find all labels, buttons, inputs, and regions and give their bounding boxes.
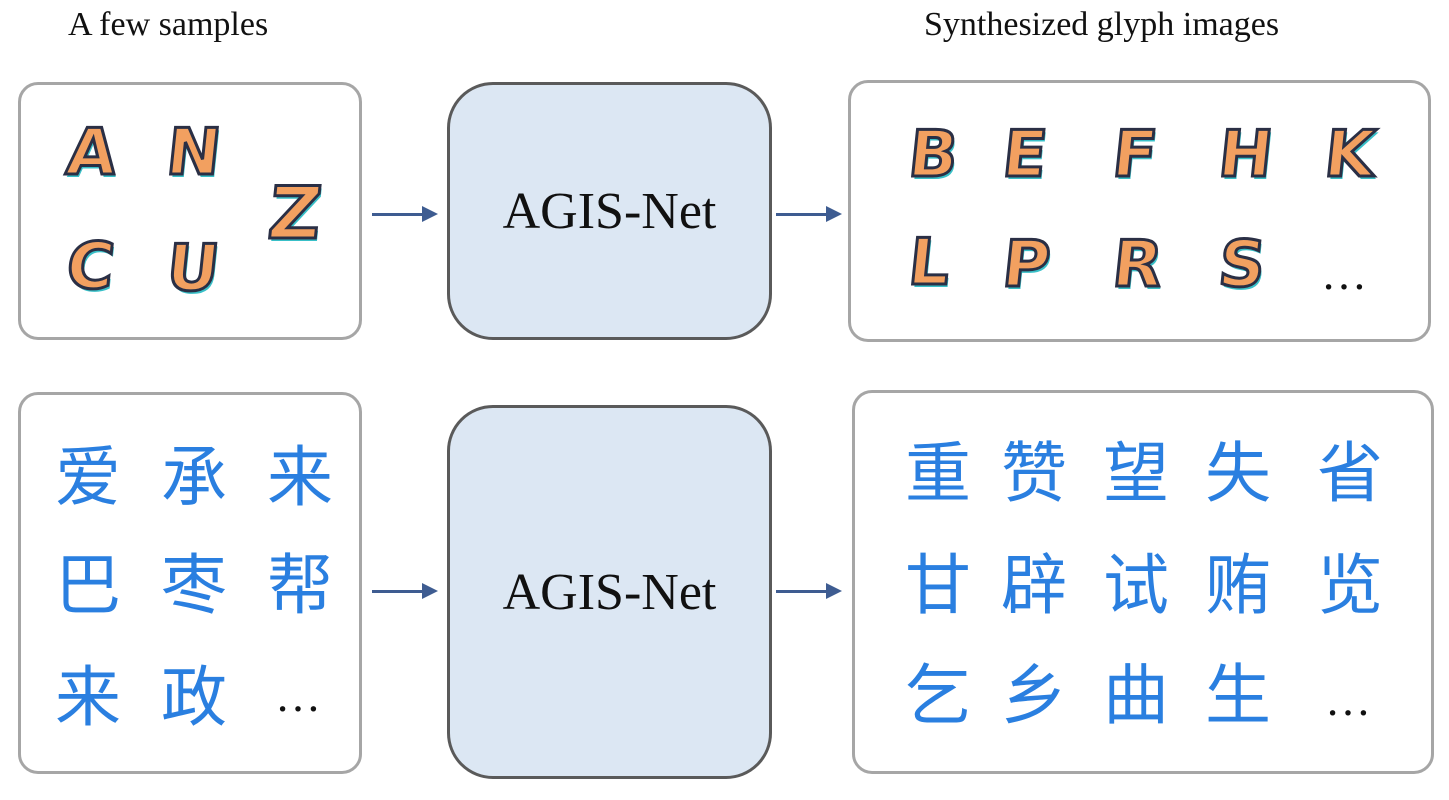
output-glyph: R (1108, 227, 1168, 304)
ellipsis: … (1321, 248, 1367, 299)
output-glyph: 乡 (1001, 657, 1067, 734)
sample-glyph: 来 (267, 439, 333, 516)
sample-glyph: U (162, 231, 225, 308)
output-glyph: S (1214, 227, 1271, 304)
ellipsis: … (1325, 674, 1371, 725)
output-glyph: 试 (1103, 547, 1169, 624)
output-panel-latin: B E F H K L P R S … (848, 80, 1431, 342)
sample-glyph: N (162, 115, 226, 192)
output-glyph: H (1214, 117, 1278, 194)
sample-glyph: 巴 (55, 547, 121, 624)
samples-panel-latin: A N Z C U (18, 82, 362, 340)
output-glyph: L (904, 225, 956, 302)
sample-glyph: 帮 (267, 547, 333, 624)
output-glyph: 重 (905, 435, 971, 512)
output-panel-chinese: 重 赞 望 失 省 甘 辟 试 贿 览 乞 乡 曲 生 … (852, 390, 1434, 774)
output-glyph: K (1320, 117, 1380, 194)
sample-glyph: 承 (161, 439, 227, 516)
label-few-samples: A few samples (68, 6, 269, 43)
output-glyph: 曲 (1103, 657, 1169, 734)
arrow-to-network (372, 206, 438, 222)
sample-glyph: 枣 (161, 547, 227, 624)
agis-net-block: AGIS-Net (447, 405, 772, 779)
output-glyph: 省 (1317, 435, 1383, 512)
samples-panel-chinese: 爱 承 来 巴 枣 帮 来 政 … (18, 392, 362, 774)
sample-glyph: 爱 (55, 439, 121, 516)
label-synthesized-glyphs: Synthesized glyph images (924, 6, 1280, 43)
output-glyph: 乞 (905, 657, 971, 734)
arrow-to-output (776, 583, 842, 599)
output-glyph: 望 (1103, 435, 1169, 512)
output-glyph: P (998, 227, 1056, 304)
agis-net-block: AGIS-Net (447, 82, 772, 340)
sample-glyph: Z (263, 170, 327, 257)
output-glyph: 赞 (1001, 435, 1067, 512)
output-glyph: 辟 (1001, 547, 1067, 624)
output-glyph: 生 (1205, 657, 1271, 734)
ellipsis: … (275, 670, 321, 721)
output-glyph: B (904, 117, 964, 194)
output-glyph: 贿 (1205, 547, 1271, 624)
sample-glyph: C (62, 229, 120, 306)
sample-glyph: A (62, 115, 122, 192)
sample-glyph: 来 (55, 659, 121, 736)
output-glyph: 甘 (905, 547, 971, 624)
output-glyph: F (1108, 117, 1162, 194)
output-glyph: 览 (1317, 547, 1383, 624)
arrow-to-output (776, 206, 842, 222)
output-glyph: 失 (1205, 435, 1271, 512)
output-glyph: E (998, 117, 1052, 194)
arrow-to-network (372, 583, 438, 599)
sample-glyph: 政 (161, 659, 227, 736)
